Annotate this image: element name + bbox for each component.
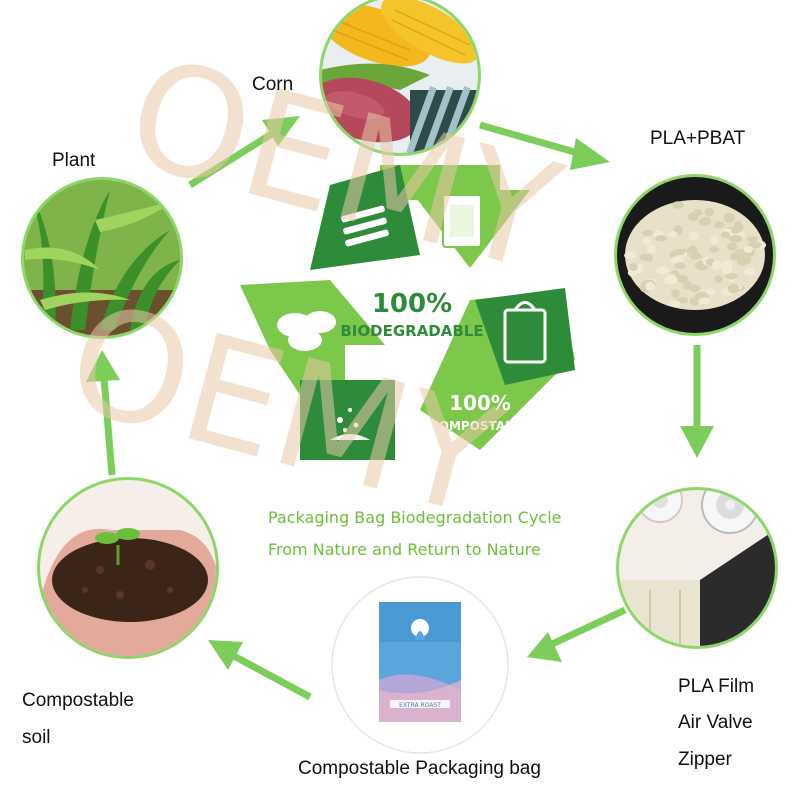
pla-pellets-image	[614, 174, 776, 336]
pellet	[704, 207, 715, 217]
pellet	[713, 221, 725, 229]
pellet	[647, 244, 656, 254]
center-pct-2: 100%	[449, 391, 511, 415]
pellet	[672, 201, 684, 209]
arrow-pla-to-film	[680, 345, 714, 458]
corn-image	[319, 0, 481, 156]
pellet	[687, 212, 699, 221]
pellet	[655, 235, 668, 242]
pellet	[683, 280, 693, 290]
caption-line-2: From Nature and Return to Nature	[268, 540, 541, 559]
pellet	[711, 260, 723, 271]
label-plant: Plant	[52, 150, 96, 171]
label-compostable-soil-line2: soil	[22, 727, 51, 748]
pellet	[645, 281, 655, 291]
pellet	[723, 213, 735, 223]
pellet	[714, 275, 723, 283]
pellet	[721, 260, 733, 269]
pellet	[721, 266, 733, 275]
pellet	[699, 216, 712, 226]
pellet	[642, 229, 653, 237]
pellet	[727, 242, 738, 251]
film-valve-image	[616, 487, 778, 649]
pellet	[670, 256, 685, 265]
label-pla-pbat: PLA+PBAT	[650, 128, 746, 149]
pellet	[710, 235, 719, 245]
recycle-symbol: 100% BIODEGRADABLE 100% COMPOSTABLE	[240, 165, 575, 460]
center-compostable: COMPOSTABLE	[430, 419, 530, 433]
label-compostable-soil-line1: Compostable	[22, 690, 134, 711]
pellet	[671, 289, 680, 298]
pellet	[629, 263, 638, 272]
pellet	[664, 275, 678, 285]
pellet	[689, 231, 699, 241]
arrow-corn-to-pla	[479, 121, 610, 170]
pellet	[733, 223, 744, 233]
pellet	[747, 236, 758, 243]
caption-line-1: Packaging Bag Biodegradation Cycle	[268, 508, 562, 527]
label-compostable-bag: Compostable Packaging bag	[298, 758, 541, 779]
bag-image: EXTRA ROAST	[331, 576, 509, 754]
arrow-film-to-bag	[527, 606, 627, 662]
pellet	[727, 283, 740, 294]
pellet	[645, 253, 653, 263]
pellet	[743, 245, 753, 253]
pellet	[744, 267, 755, 276]
pellet	[689, 297, 700, 306]
center-biodegradable: BIODEGRADABLE	[340, 322, 483, 340]
pellet-dots	[624, 201, 767, 308]
pellet	[725, 273, 738, 280]
pellet	[720, 231, 731, 239]
label-air-valve: Air Valve	[678, 712, 753, 733]
pellet	[705, 288, 716, 295]
arrow-plant-to-corn	[188, 116, 300, 188]
pellet	[709, 246, 720, 253]
soil-image	[37, 477, 219, 659]
pellet	[667, 230, 678, 238]
pellet	[669, 300, 681, 308]
pellet	[674, 248, 686, 256]
center-pct-1: 100%	[372, 289, 452, 319]
pellet	[737, 257, 748, 266]
pellet	[677, 275, 689, 284]
arrow-soil-to-plant	[86, 350, 120, 476]
pellet	[642, 237, 652, 245]
pellet	[656, 266, 669, 275]
arrow-bag-to-soil	[208, 640, 312, 701]
pellet	[674, 262, 686, 270]
label-corn: Corn	[252, 74, 294, 95]
bag-label-text: EXTRA ROAST	[399, 702, 441, 709]
label-pla-film: PLA Film	[678, 676, 755, 697]
pellet	[689, 250, 701, 260]
flow-arrows	[86, 116, 714, 701]
pellet	[729, 235, 743, 243]
pellet	[624, 251, 637, 260]
pellet	[698, 297, 711, 305]
label-zipper: Zipper	[678, 749, 732, 770]
pellet	[688, 245, 698, 253]
